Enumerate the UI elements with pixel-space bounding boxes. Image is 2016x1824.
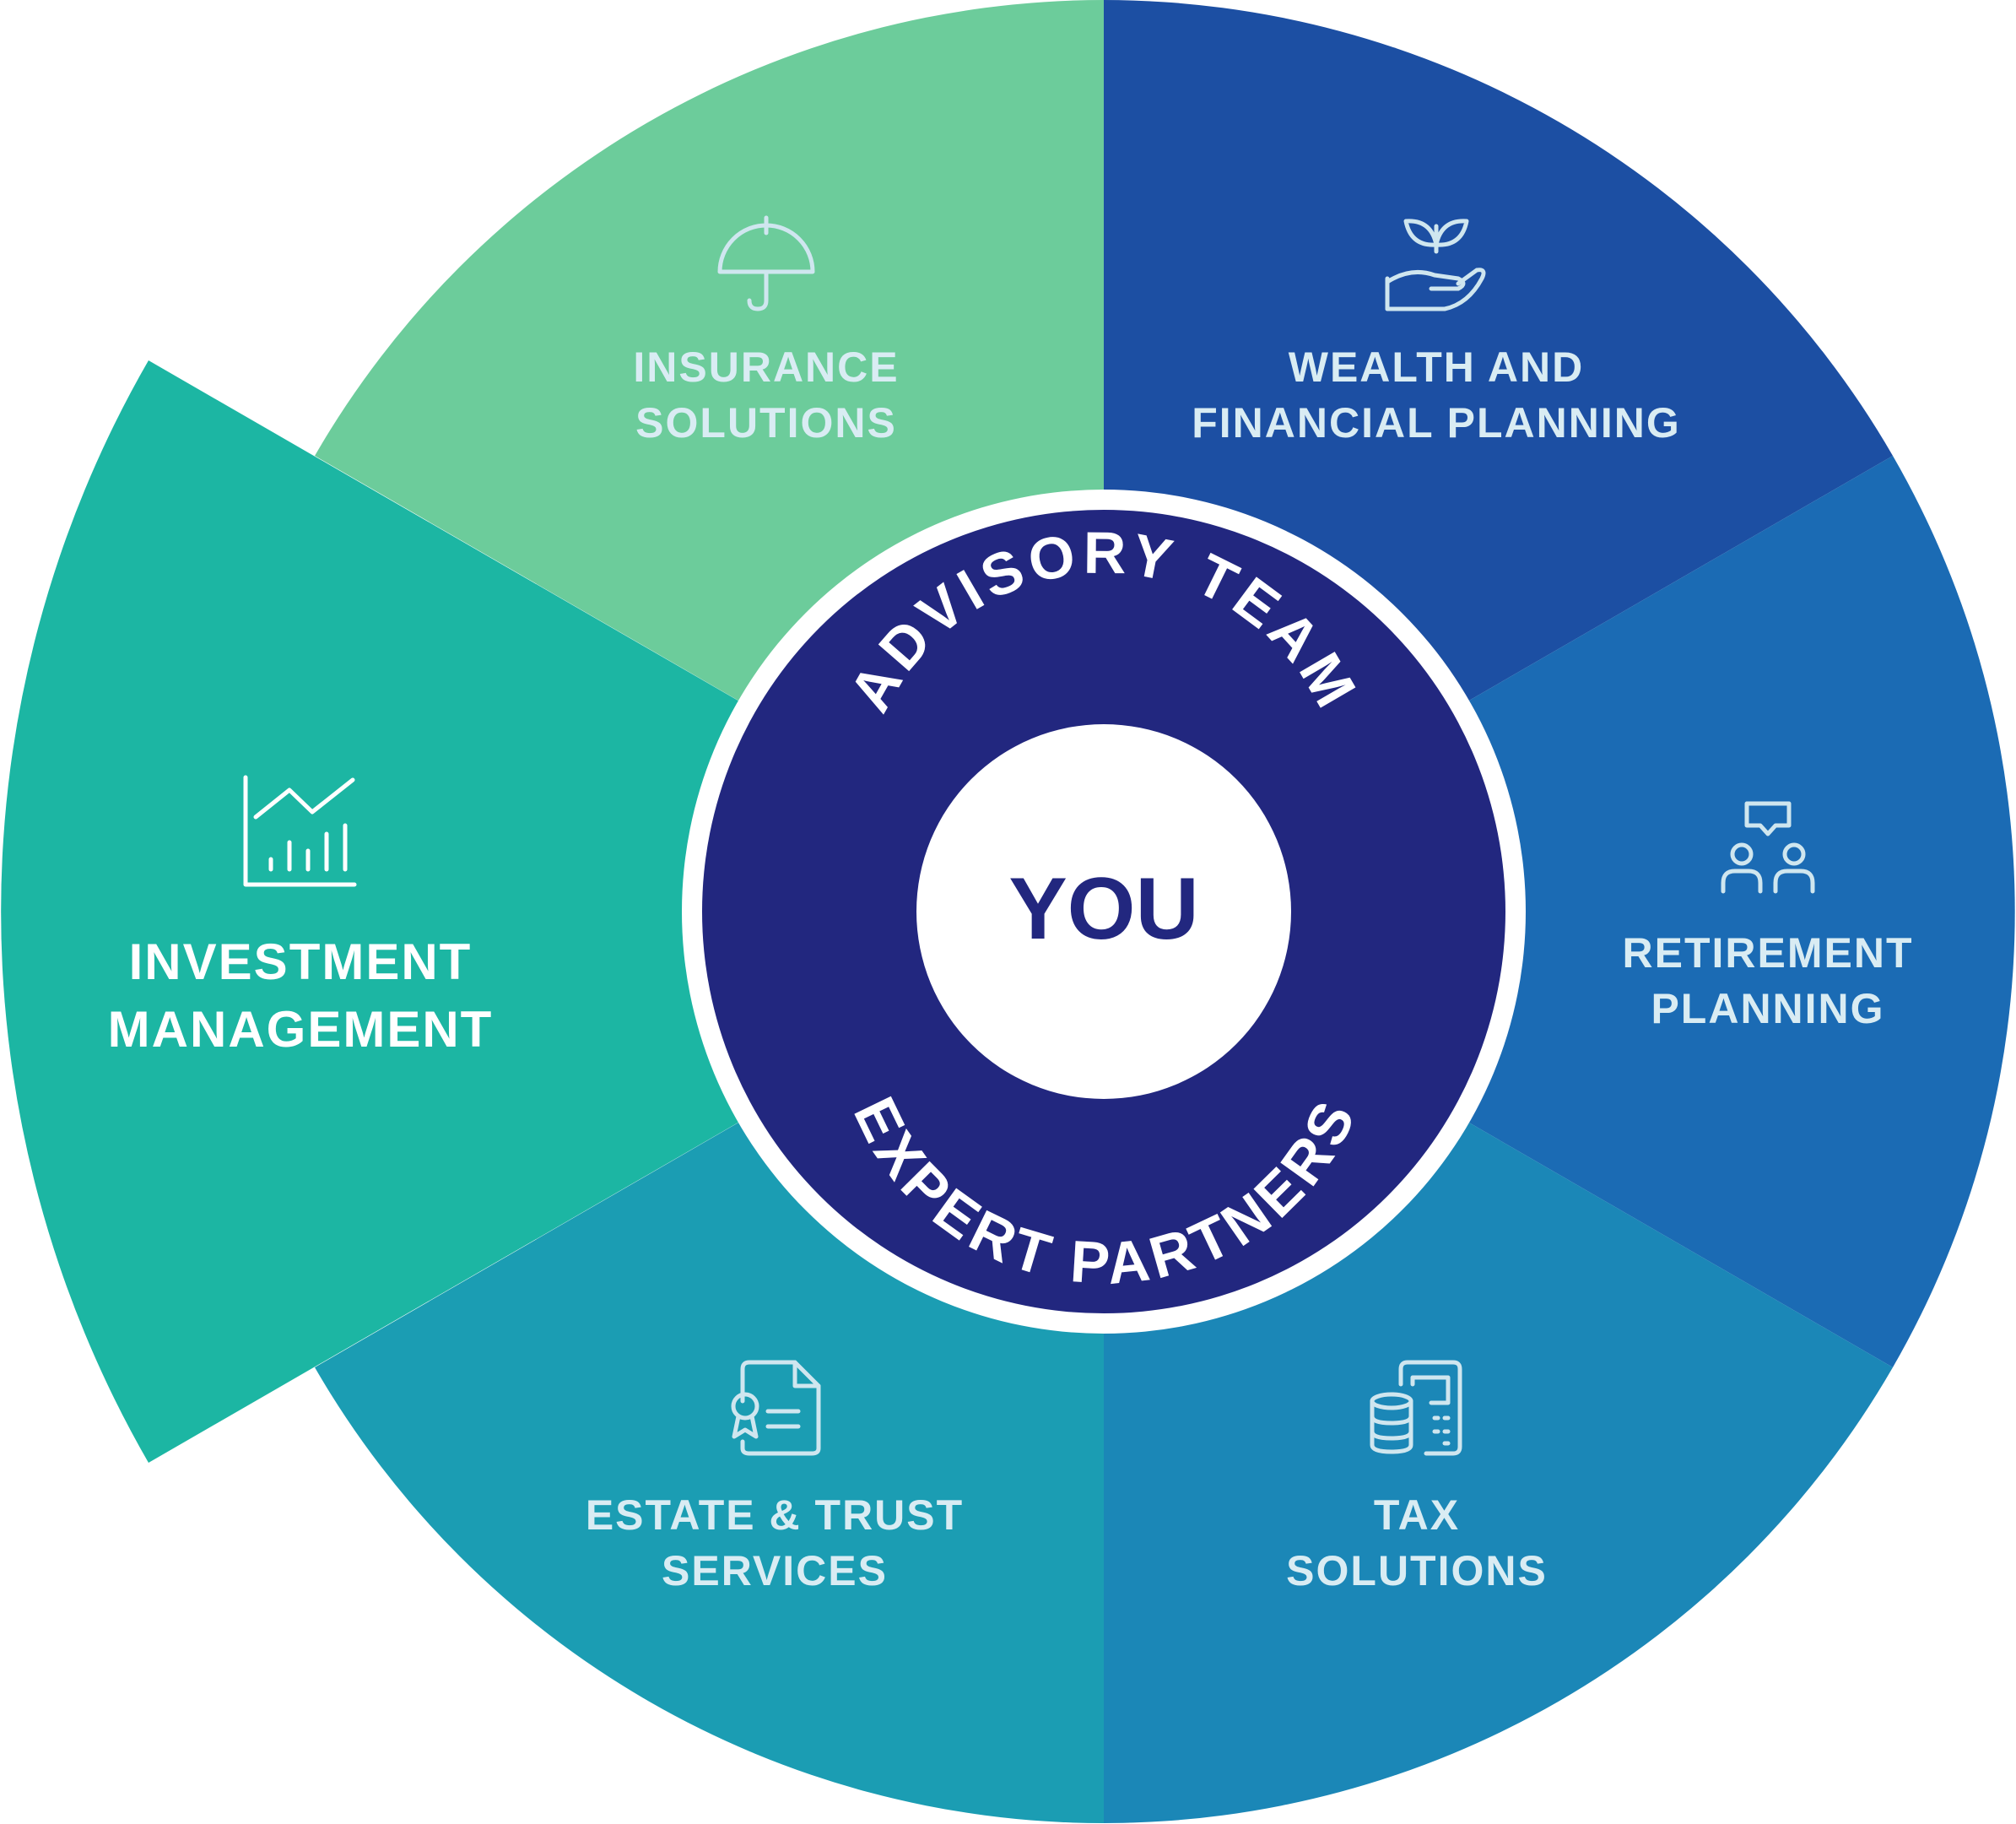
center-circle[interactable]: [916, 724, 1291, 1099]
certificate-document-icon: [731, 1360, 821, 1456]
center-you-label: YOU: [1008, 860, 1198, 958]
estate-label-line1: ESTATE & TRUST: [586, 1491, 964, 1539]
tax-label-line1: TAX: [1374, 1491, 1460, 1539]
chart-growth-icon: [243, 775, 357, 887]
investment-label-line2: MANAGEMENT: [108, 1001, 494, 1058]
estate-label-line2: SERVICES: [662, 1547, 888, 1594]
tax-label-line2: SOLUTIONS: [1286, 1547, 1548, 1594]
insurance-label-line2: SOLUTIONS: [635, 399, 897, 447]
investment-label-line1: INVESTMENT: [129, 934, 473, 990]
calculator-coins-icon: [1370, 1360, 1462, 1456]
plant-in-hand-icon: [1385, 219, 1486, 311]
estate-label: ESTATE & TRUST SERVICES: [586, 1491, 964, 1594]
wealth-label: WEALTH AND FINANCIAL PLANNING: [1192, 344, 1681, 447]
insurance-label-line1: INSURANCE: [633, 344, 899, 391]
retirement-label: RETIREMENT PLANNING: [1623, 929, 1914, 1032]
segment-retirement[interactable]: [1104, 456, 2015, 1367]
wealth-label-line2: FINANCIAL PLANNING: [1192, 399, 1681, 447]
retirement-label-line2: PLANNING: [1651, 985, 1884, 1032]
wealth-label-line1: WEALTH AND: [1289, 344, 1585, 391]
investment-label: INVESTMENT MANAGEMENT: [108, 934, 494, 1058]
insurance-label: INSURANCE SOLUTIONS: [633, 344, 899, 447]
tax-label: TAX SOLUTIONS: [1286, 1491, 1548, 1594]
segment-investment[interactable]: [1, 360, 1105, 1463]
umbrella-icon: [717, 215, 815, 311]
people-conversation-icon: [1721, 801, 1815, 894]
retirement-label-line1: RETIREMENT: [1623, 929, 1914, 977]
